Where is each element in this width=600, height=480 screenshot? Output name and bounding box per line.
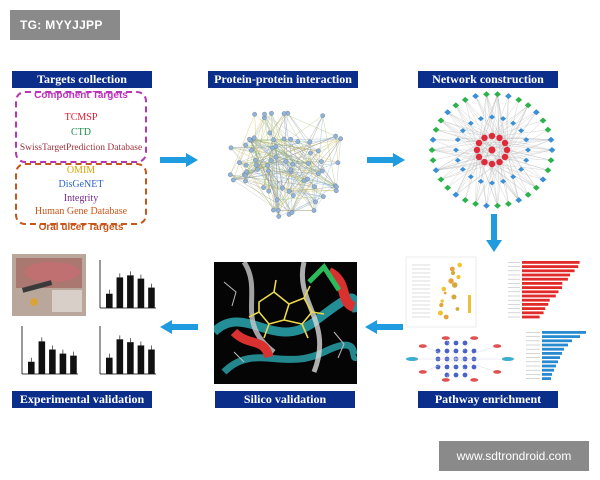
experimental-images [12, 254, 156, 375]
stage-banner-silico: Silico validation [215, 391, 355, 408]
silico-docking-image [214, 262, 357, 384]
stage-banner-targets-collection: Targets collection [12, 71, 152, 88]
arrow-down [486, 214, 502, 252]
stage-banner-experimental: Experimental validation [12, 391, 152, 408]
watermark-tg: TG: MYYJJPP [10, 10, 120, 40]
source-human-gene: Human Gene Database [34, 206, 128, 217]
component-targets-title: Component Targets [34, 90, 128, 101]
source-integrity: Integrity [63, 193, 99, 204]
source-swisstarget: SwissTargetPrediction Database [19, 143, 143, 153]
pathway-enrichment-images [405, 256, 586, 382]
source-ctd: CTD [71, 127, 91, 138]
source-tcmsp: TCMSP [64, 112, 98, 123]
stage-banner-network: Network construction [418, 71, 558, 88]
network-construction-image [428, 91, 556, 209]
arrow-left-2 [160, 320, 198, 334]
arrow-right-2 [367, 153, 405, 167]
oral-ulcer-targets-title: Oral ulcer Targets [38, 222, 124, 233]
source-omim: OMIM [66, 165, 96, 176]
component-targets-box [15, 91, 147, 163]
stage-banner-pathway: Pathway enrichment [418, 391, 558, 408]
source-disgenet: DisGeNET [58, 179, 104, 190]
arrow-right-1 [160, 153, 198, 167]
watermark-site: www.sdtrondroid.com [439, 441, 589, 471]
stage-banner-ppi: Protein-protein interaction [208, 71, 358, 88]
ppi-network-image [227, 110, 343, 219]
oral-ulcer-targets-box [15, 163, 147, 225]
arrow-left-1 [365, 320, 403, 334]
